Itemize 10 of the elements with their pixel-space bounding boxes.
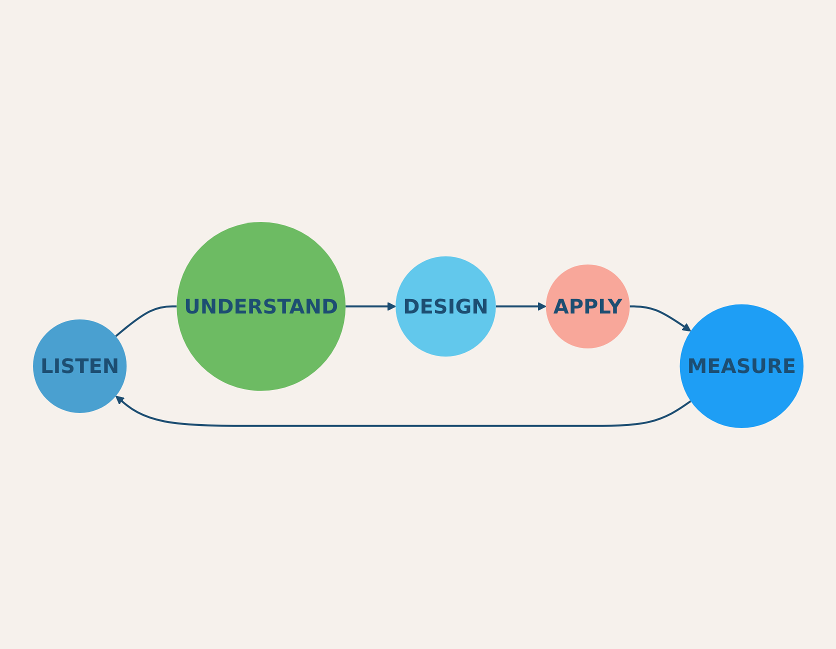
arrow: [345, 302, 396, 310]
node-circle: APPLY: [546, 264, 630, 348]
node-circle: DESIGN: [395, 256, 496, 356]
arrow: [630, 304, 691, 332]
node-circle: MEASURE: [680, 304, 804, 428]
arrow: [115, 395, 691, 426]
node-circle: UNDERSTAND: [176, 221, 346, 390]
connector: [114, 304, 176, 336]
arrow: [496, 302, 546, 310]
node-circle: LISTEN: [32, 318, 126, 412]
